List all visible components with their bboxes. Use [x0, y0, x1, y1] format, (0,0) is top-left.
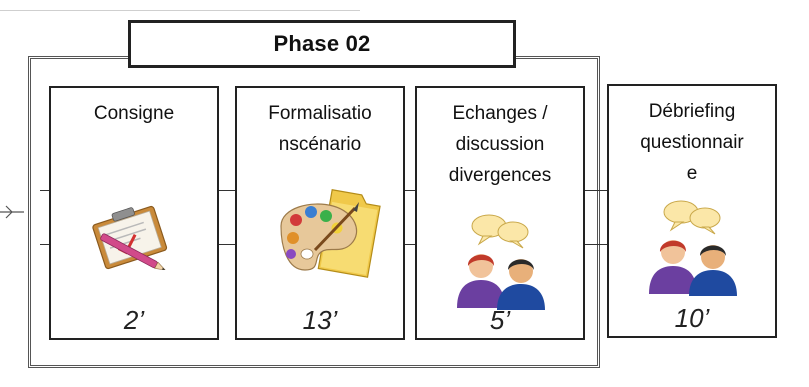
clipboard-pencil-icon	[92, 205, 168, 270]
step-label: Echanges / discussion divergences	[448, 103, 552, 186]
step-duration: 5’	[489, 305, 511, 335]
discussion-people-icon	[649, 200, 737, 296]
discussion-people-icon	[457, 214, 545, 310]
entry-arrow-icon	[0, 205, 24, 219]
step-formalisation: Formalisatio nscénario 13’	[235, 86, 405, 340]
step-duration: 10’	[674, 303, 710, 333]
step-consigne: Consigne 2’	[49, 86, 219, 340]
phase-title: Phase 02	[128, 20, 516, 68]
step-duration: 2’	[123, 305, 145, 335]
step-echanges: Echanges / discussion divergences 5’	[415, 86, 585, 340]
step-debriefing: Débriefing questionnair e 10’	[607, 84, 777, 338]
step-label: Consigne	[93, 103, 175, 124]
step-label: Formalisatio nscénario	[268, 103, 372, 155]
top-divider	[0, 10, 360, 11]
step-duration: 13’	[302, 305, 338, 335]
step-label: Débriefing questionnair e	[640, 101, 744, 184]
paint-palette-folder-icon	[280, 189, 381, 278]
